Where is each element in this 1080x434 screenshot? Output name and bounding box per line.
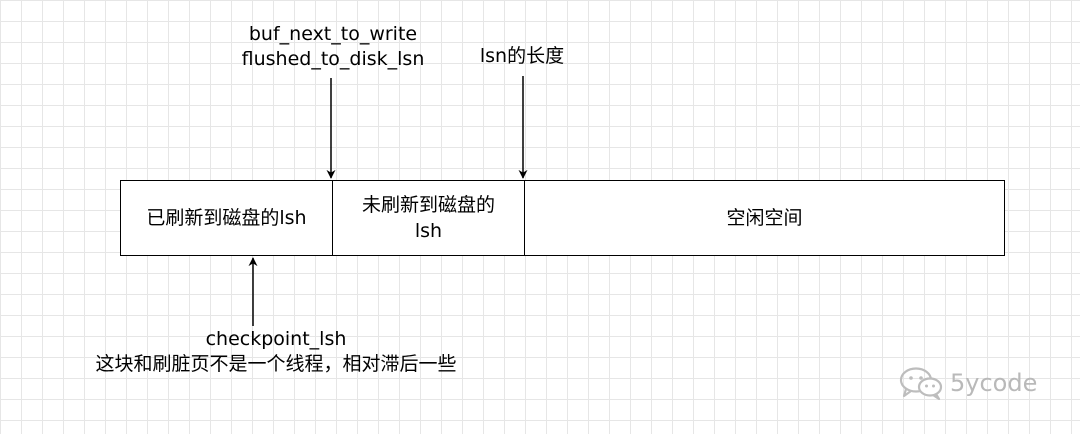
- segment-text: lsh: [414, 220, 443, 242]
- label-checkpoint-lsh: checkpoint_lsh 这块和刷脏页不是一个线程，相对滞后一些: [52, 327, 500, 377]
- log-buffer-bar: 已刷新到磁盘的lsh 未刷新到磁盘的 lsh 空闲空间: [120, 180, 1005, 256]
- label-line: 这块和刷脏页不是一个线程，相对滞后一些: [95, 353, 457, 375]
- label-line: checkpoint_lsh: [205, 328, 347, 350]
- segment-unflushed: 未刷新到磁盘的 lsh: [332, 181, 524, 255]
- watermark: 5ycode: [898, 366, 1037, 400]
- segment-text: 空闲空间: [726, 207, 803, 229]
- segment-text: 未刷新到磁盘的: [361, 194, 495, 216]
- watermark-text: 5ycode: [950, 369, 1038, 397]
- segment-free-space: 空闲空间: [524, 181, 1004, 255]
- label-lsn-length: lsn的长度: [479, 45, 565, 67]
- wechat-icon: [899, 367, 943, 400]
- label-line: buf_next_to_write: [248, 23, 418, 45]
- label-buf-next-to-write: buf_next_to_write flushed_to_disk_lsn: [218, 22, 448, 72]
- segment-text: 已刷新到磁盘的lsh: [146, 207, 307, 229]
- segment-flushed: 已刷新到磁盘的lsh: [121, 181, 332, 255]
- label-line: flushed_to_disk_lsn: [241, 48, 425, 70]
